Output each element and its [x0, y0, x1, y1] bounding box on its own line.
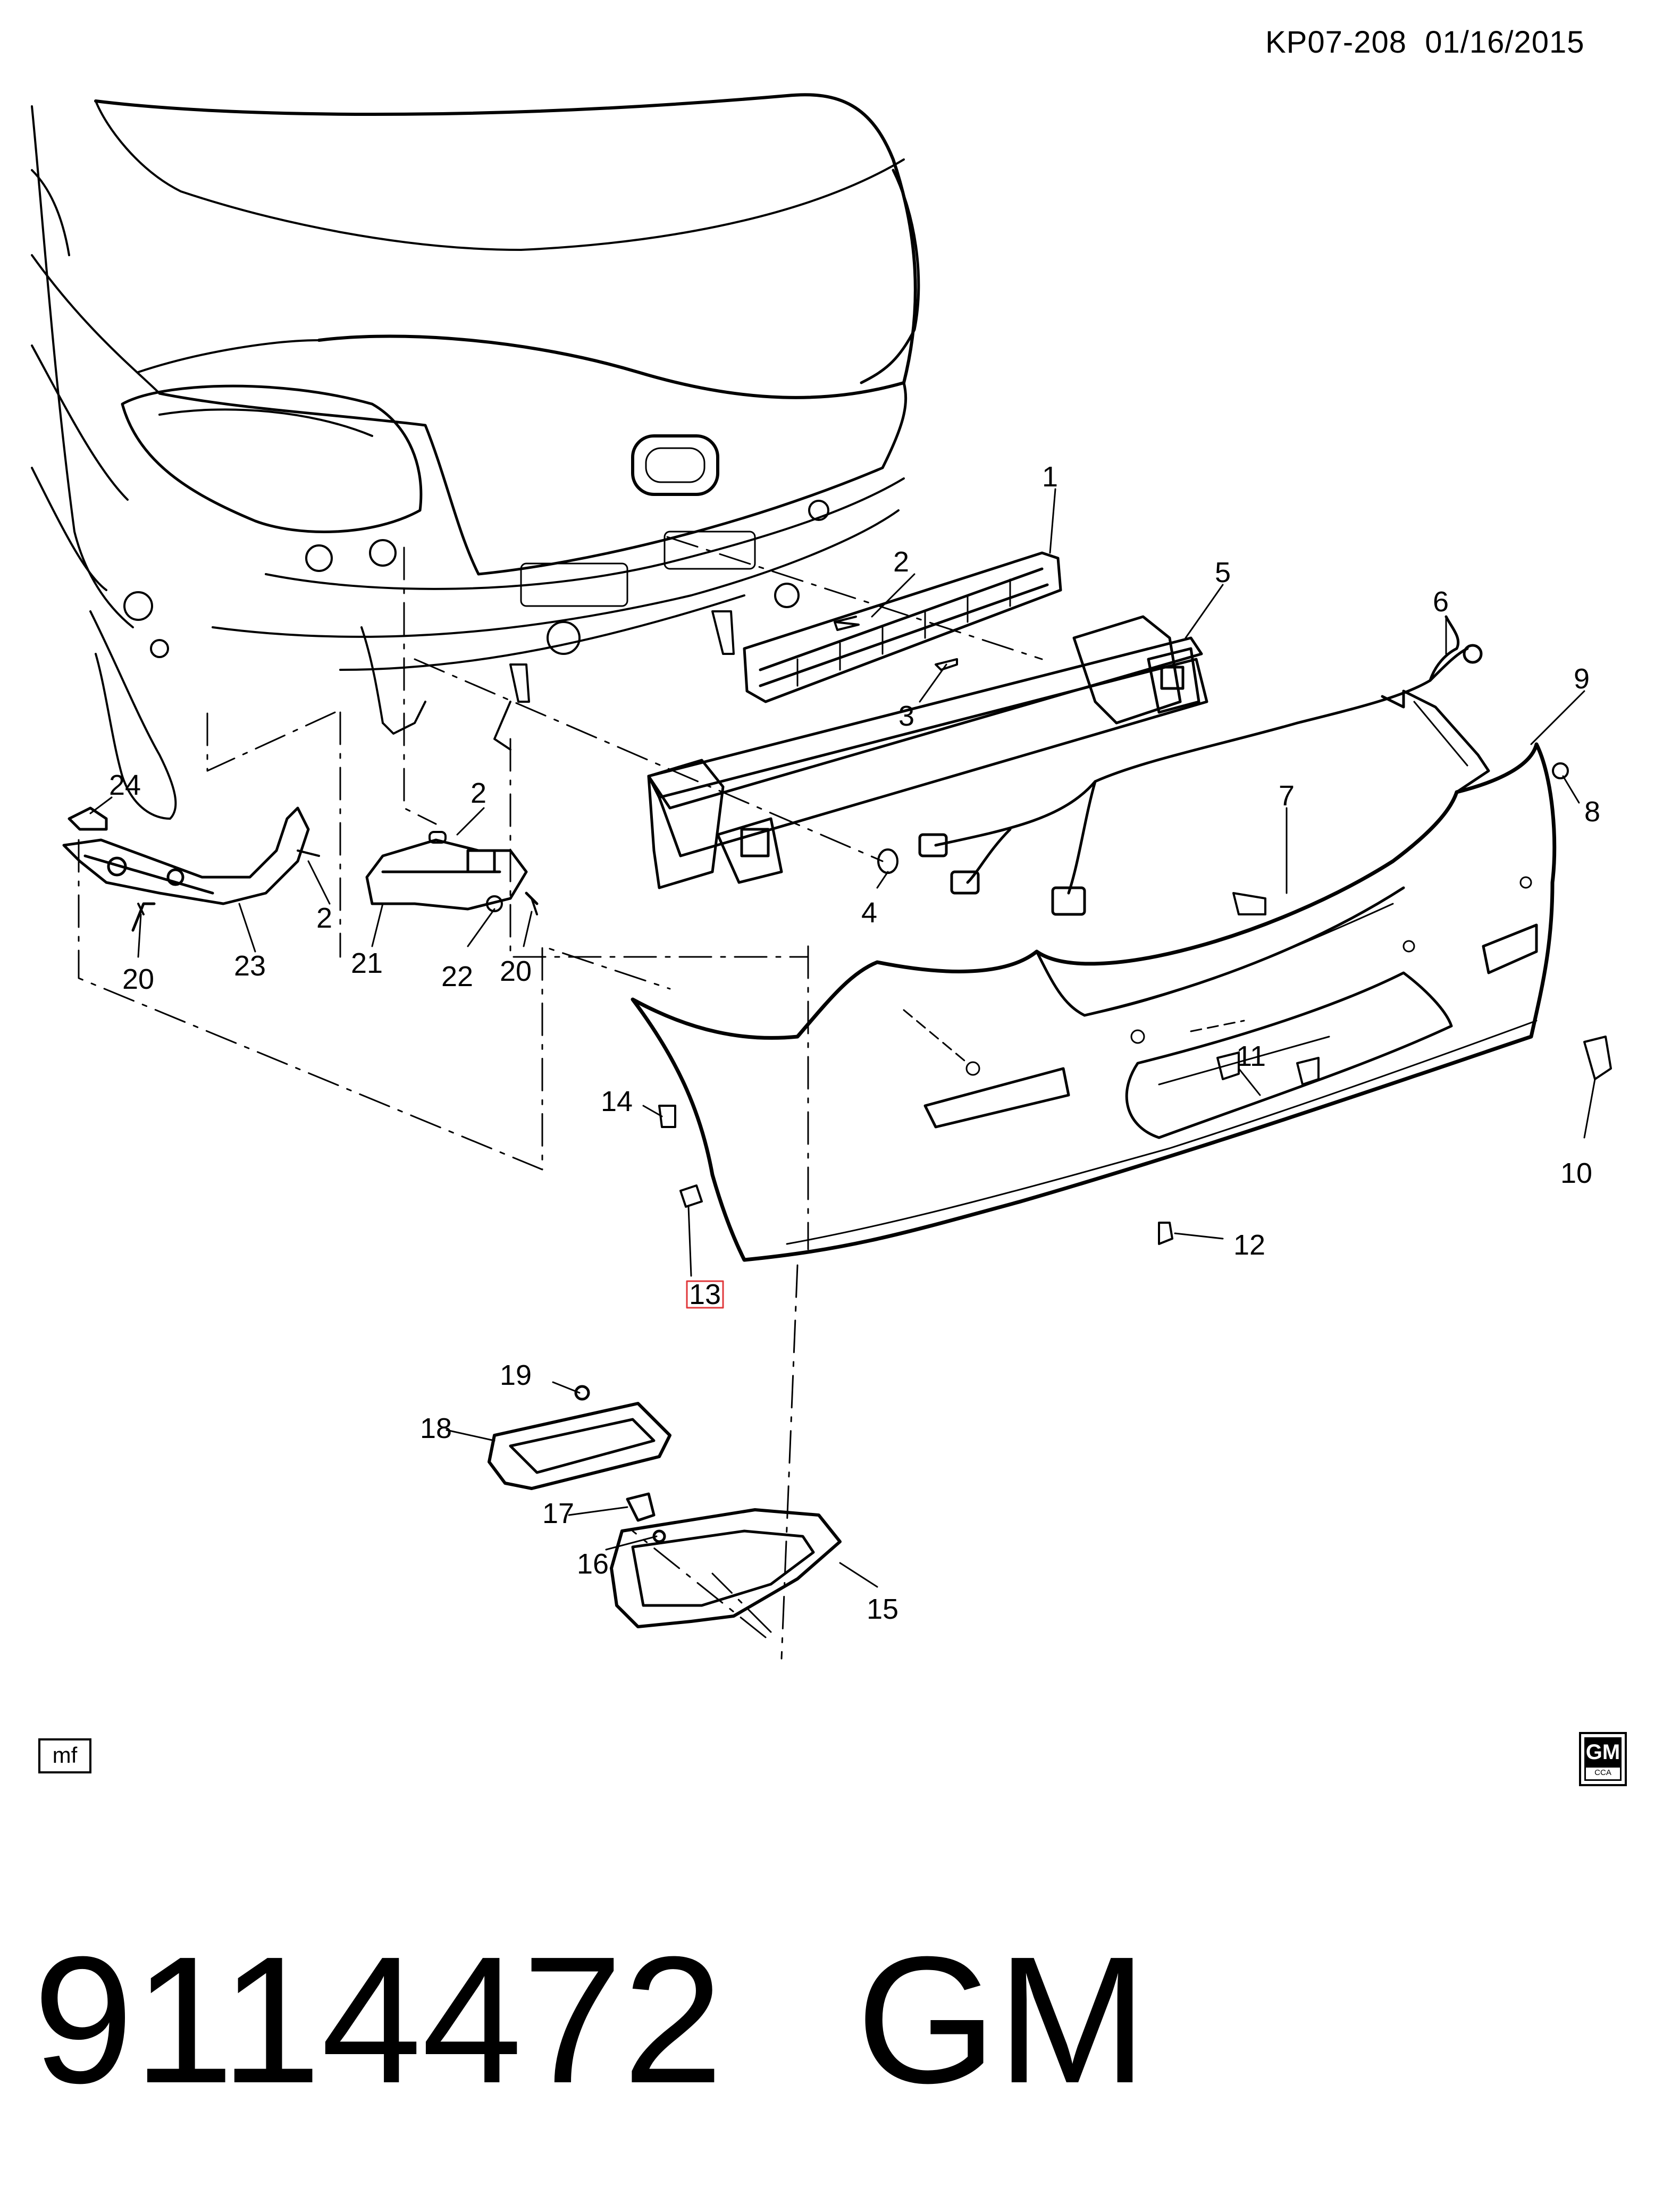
callout-19: 19: [500, 1359, 532, 1391]
diagram-header: KP07-208 01/16/2015: [1265, 24, 1585, 60]
callout-21: 21: [351, 947, 383, 979]
callout-18: 18: [420, 1412, 452, 1444]
fasteners: [137, 616, 1612, 1245]
callout-15: 15: [867, 1593, 898, 1625]
callout-11: 11: [1236, 1040, 1266, 1072]
callout-16: 16: [577, 1548, 609, 1580]
callout-17: 17: [542, 1498, 574, 1529]
callout-20: 20: [500, 955, 532, 987]
part-number: 9114472: [33, 1919, 724, 2121]
callout-numbers: 1 2 3 5 6 9 8 7 4 24 2 2 23 21 22 20 20 …: [109, 461, 1600, 1625]
footer-brand: GM: [856, 1919, 1148, 2121]
part-reflector-assembly: [488, 1385, 842, 1628]
callout-3: 3: [898, 700, 914, 732]
mf-label: mf: [38, 1738, 91, 1773]
gm-logo: GM CCA: [1579, 1732, 1627, 1786]
callout-6: 6: [1433, 586, 1449, 618]
part-wiring-harness: [918, 615, 1483, 916]
document-date: 01/16/2015: [1425, 25, 1585, 60]
part-left-bracket: [62, 806, 310, 932]
callout-9: 9: [1574, 663, 1590, 695]
callout-leaders: [89, 488, 1596, 1588]
callout-14: 14: [601, 1086, 633, 1117]
callout-13-highlight: [686, 1280, 724, 1309]
part-right-bracket: [365, 838, 539, 911]
callout-23: 23: [234, 950, 266, 982]
part-bumper-fascia: [631, 689, 1557, 1262]
leader-lines: [78, 536, 1043, 1660]
callout-12: 12: [1233, 1229, 1265, 1261]
callout-1: 1: [1042, 461, 1058, 493]
gm-logo-brand: GM: [1584, 1737, 1622, 1766]
gm-logo-sub: CCA: [1584, 1766, 1622, 1781]
vehicle-body: [31, 93, 920, 820]
callout-10: 10: [1560, 1157, 1592, 1189]
part-impact-bar: [647, 615, 1208, 889]
callout-24: 24: [109, 769, 141, 801]
callout-22: 22: [441, 961, 473, 993]
part-energy-absorber: [743, 551, 1062, 703]
parts-diagram: 1 2 3 5 6 9 8 7 4 24 2 2 23 21 22 20 20 …: [31, 93, 1612, 1660]
callout-4: 4: [861, 897, 877, 929]
callout-5: 5: [1215, 557, 1231, 588]
callout-2: 2: [471, 777, 486, 809]
callout-13: 13: [689, 1279, 721, 1310]
callout-8: 8: [1584, 796, 1600, 828]
callout-7: 7: [1279, 780, 1295, 812]
document-id: KP07-208: [1265, 25, 1407, 60]
callout-2: 2: [316, 902, 332, 934]
callout-20: 20: [122, 963, 154, 995]
callout-2: 2: [893, 546, 909, 578]
